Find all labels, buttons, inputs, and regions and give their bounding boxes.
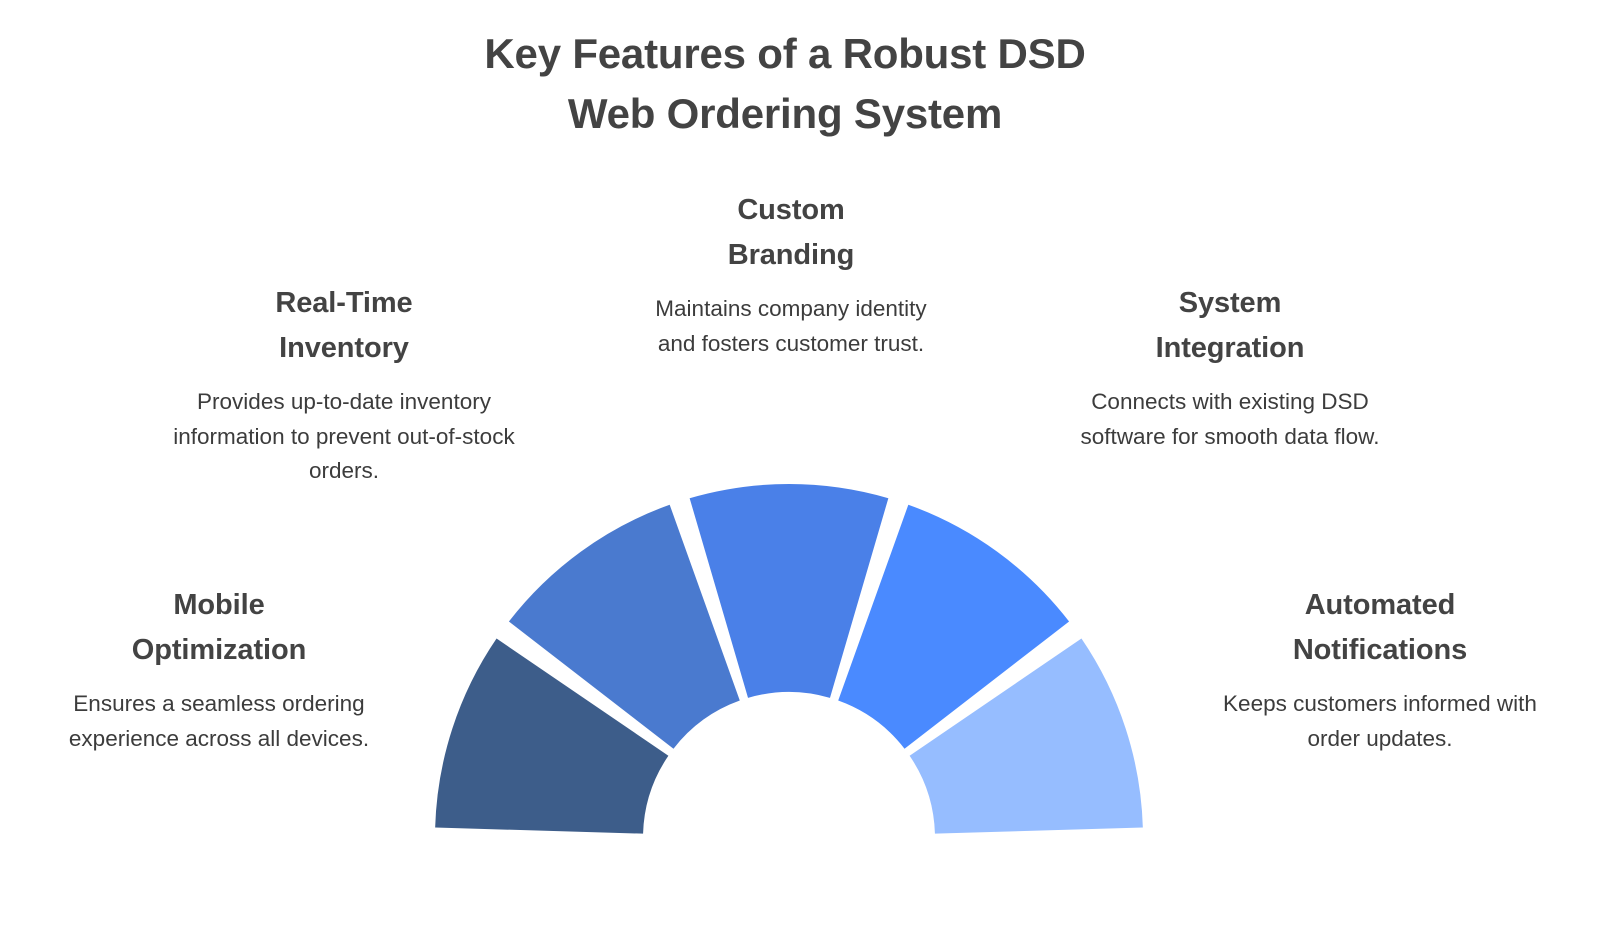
donut-segment-mobile-optimization: Mobile Optimization <box>435 638 669 834</box>
donut-segment-automated-notifications: Automated Notifications <box>909 638 1143 834</box>
feature-automated-notifications: Automated Notifications Keeps customers … <box>1215 583 1545 756</box>
donut-segment-system-integration: System Integration <box>838 504 1070 749</box>
feature-system-integration-title: System Integration <box>1064 281 1396 371</box>
feature-title-line-2: Optimization <box>131 634 307 667</box>
feature-mobile-optimization-description: Ensures a seamless ordering experience a… <box>68 691 370 751</box>
feature-system-integration-description: Connects with existing DSD software for … <box>1080 389 1380 449</box>
feature-custom-branding: Custom Branding Maintains company identi… <box>635 188 947 361</box>
feature-real-time-inventory-title: Real-Time Inventory <box>168 281 520 371</box>
page-title-line-1: Key Features of a Robust DSD <box>484 30 1086 77</box>
page-title: Key Features of a Robust DSD Web Orderin… <box>0 24 1570 143</box>
feature-title-line-2: Branding <box>727 239 855 272</box>
feature-real-time-inventory-description: Provides up-to-date inventory informatio… <box>173 389 515 483</box>
feature-title-line-2: Notifications <box>1292 634 1468 667</box>
feature-title-line-1: System <box>1178 287 1282 319</box>
donut-segment-group: Mobile OptimizationReal-Time InventoryCu… <box>435 484 1143 834</box>
feature-custom-branding-title: Custom Branding <box>635 188 947 278</box>
feature-automated-notifications-title: Automated Notifications <box>1215 583 1545 673</box>
feature-mobile-optimization-title: Mobile Optimization <box>54 583 384 673</box>
feature-mobile-optimization: Mobile Optimization Ensures a seamless o… <box>54 583 384 756</box>
page-title-line-2: Web Ordering System <box>567 89 1003 137</box>
feature-real-time-inventory: Real-Time Inventory Provides up-to-date … <box>168 281 520 488</box>
feature-system-integration: System Integration Connects with existin… <box>1064 281 1396 454</box>
feature-title-line-1: Custom <box>737 194 845 226</box>
donut-segment-custom-branding: Custom Branding <box>689 484 889 698</box>
feature-title-line-2: Inventory <box>279 332 409 365</box>
feature-title-line-1: Mobile <box>173 589 265 621</box>
feature-title-line-1: Automated <box>1304 589 1456 621</box>
feature-automated-notifications-description: Keeps customers informed with order upda… <box>1223 691 1537 751</box>
donut-segment-real-time-inventory: Real-Time Inventory <box>508 504 740 749</box>
feature-title-line-1: Real-Time <box>275 287 413 319</box>
feature-custom-branding-description: Maintains company identity and fosters c… <box>655 296 927 356</box>
feature-title-line-2: Integration <box>1155 332 1305 365</box>
